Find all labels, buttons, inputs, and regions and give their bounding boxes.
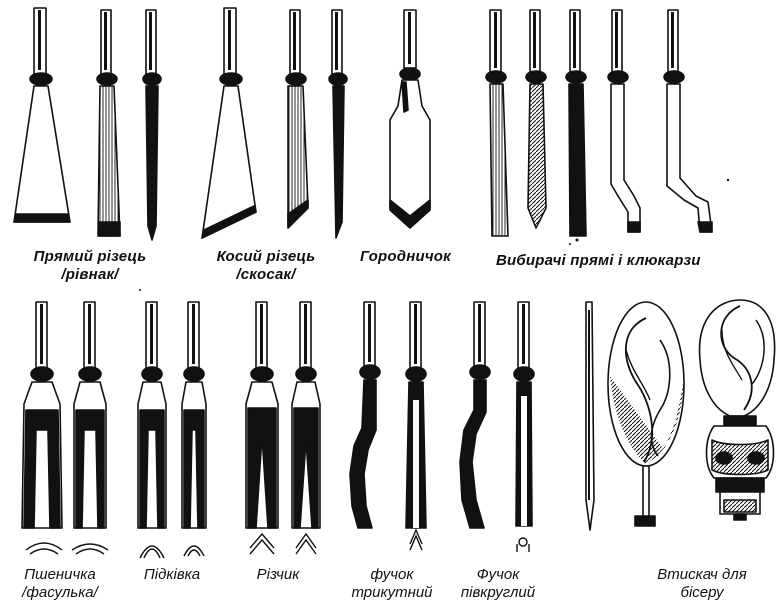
- label-line: Прямий різець: [34, 248, 147, 266]
- label-line: бісеру: [657, 584, 746, 602]
- bead-punch-handle-turned: [700, 300, 775, 520]
- skew-chisel-thin: [329, 10, 347, 238]
- label-line: /фасулька/: [22, 584, 98, 602]
- straight-chisel-narrow: [97, 10, 120, 236]
- cross-section-profiles: [26, 530, 529, 558]
- label-line: Різчик: [257, 566, 300, 584]
- klyukarza-2: [664, 10, 712, 232]
- label-pshenychka: Пшеничка /фасулька/: [22, 566, 98, 602]
- label-line: Вибирачі прямі і клюкарзи: [496, 252, 701, 270]
- straight-chisel-wide: [14, 8, 70, 222]
- label-fuchok-trykutnyi: фучок трикутний: [351, 566, 432, 602]
- vybirach-straight-1: [486, 10, 508, 236]
- label-line: трикутний: [351, 584, 432, 602]
- label-line: півкруглий: [461, 584, 535, 602]
- fuchok-halfround-straight: [514, 302, 534, 526]
- label-gorodnychok: Городничок: [360, 248, 451, 266]
- label-line: Косий різець: [217, 248, 316, 266]
- label-kosyi-rizets: Косий різець /скосак/: [217, 248, 316, 284]
- pidkivka-gouge-1: [138, 302, 166, 528]
- label-rizchyk: Різчик: [257, 566, 300, 584]
- bead-punch-awl: [586, 302, 594, 530]
- klyukarza-1: [608, 10, 640, 232]
- rizchyk-v-tool-1: [246, 302, 278, 528]
- label-vtyskach: Втискач для бісеру: [657, 566, 746, 602]
- label-line: Пшеничка: [22, 566, 98, 584]
- label-line: /рівнак/: [34, 266, 147, 284]
- label-line: Підківка: [144, 566, 200, 584]
- vybirach-straight-3: [566, 10, 586, 236]
- vybirach-straight-2: [526, 10, 546, 228]
- label-pidkivka: Підківка: [144, 566, 200, 584]
- label-line: Городничок: [360, 248, 451, 266]
- label-line: Фучок: [461, 566, 535, 584]
- straight-chisel-thin: [143, 10, 161, 240]
- gorodnychok-tool: [390, 10, 430, 228]
- fuchok-triangular-straight: [406, 302, 426, 528]
- label-line: фучок: [351, 566, 432, 584]
- skew-chisel-wide: [202, 8, 256, 238]
- bead-punch-handle-oval: [608, 302, 684, 526]
- skew-chisel-narrow: [286, 10, 308, 228]
- pshenychka-gouge-1: [22, 302, 62, 528]
- label-fuchok-pivkruglyi: Фучок півкруглий: [461, 566, 535, 602]
- label-vybirachi: Вибирачі прямі і клюкарзи: [496, 252, 701, 270]
- fuchok-halfround-bent: [460, 302, 490, 528]
- label-line: /скосак/: [217, 266, 316, 284]
- pidkivka-gouge-2: [182, 302, 206, 528]
- fuchok-triangular-bent: [350, 302, 380, 528]
- rizchyk-v-tool-2: [292, 302, 320, 528]
- pshenychka-gouge-2: [74, 302, 106, 528]
- label-pryamyi-rizets: Прямий різець /рівнак/: [34, 248, 147, 284]
- label-line: Втискач для: [657, 566, 746, 584]
